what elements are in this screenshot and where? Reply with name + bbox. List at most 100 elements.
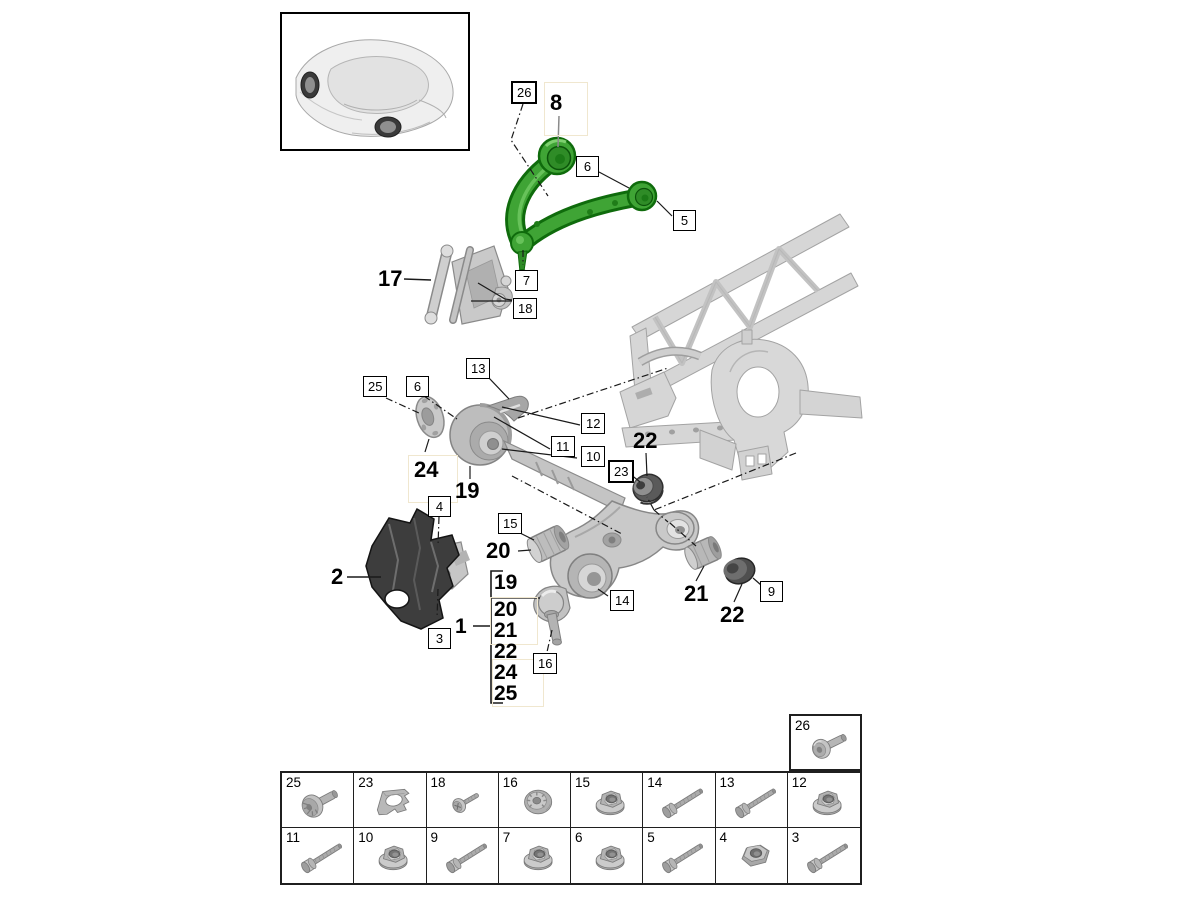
highlight-marker	[492, 659, 544, 707]
callout-8-label[interactable]: 8	[550, 90, 563, 115]
highlight-marker	[490, 597, 538, 645]
long-bolt-icon	[655, 836, 711, 878]
long-bolt-icon	[800, 836, 856, 878]
part-number: 18	[430, 775, 446, 790]
part-number: 25	[286, 775, 302, 790]
flange-nut-icon	[366, 836, 422, 878]
flange-nut-icon	[800, 781, 856, 823]
callout-22-label[interactable]: 22	[720, 602, 745, 627]
part-number: 11	[286, 830, 301, 845]
body-frame	[619, 213, 863, 481]
part-number: 10	[358, 830, 374, 845]
bushing-22-upper	[632, 473, 664, 505]
parts-grid-cell-26[interactable]: 26	[789, 714, 862, 771]
long-bolt-icon	[728, 781, 784, 823]
upper-control-arm-highlighted	[505, 136, 658, 275]
washer-head-bolt-icon	[803, 724, 859, 766]
callout-6-box[interactable]: 6	[576, 156, 599, 177]
callout-14-box[interactable]: 14	[610, 590, 635, 611]
part-number: 6	[575, 830, 583, 845]
parts-grid-cell-15[interactable]: 15	[571, 773, 644, 828]
flange-nut-icon	[583, 781, 639, 823]
parts-grid-cell-9[interactable]: 9	[427, 828, 499, 883]
parts-grid-cell-25[interactable]: 25	[282, 773, 355, 828]
callout-4-box[interactable]: 4	[428, 496, 451, 517]
parts-grid-cell-13[interactable]: 13	[715, 773, 788, 828]
leader-lines	[347, 103, 797, 704]
parts-grid-cell-6[interactable]: 6	[571, 828, 644, 883]
parts-grid-cell-5[interactable]: 5	[643, 828, 716, 883]
flange-nut-icon	[511, 836, 567, 878]
lower-control-arm-assembly	[415, 395, 756, 646]
callout-25-box[interactable]: 25	[363, 376, 388, 397]
flanged-bolt-icon	[294, 781, 350, 823]
long-bolt-icon	[439, 836, 495, 878]
parts-grid-cell-16[interactable]: 16	[498, 773, 571, 828]
small-screw-icon	[439, 781, 495, 823]
callout-6-box[interactable]: 6	[406, 376, 429, 397]
part-number: 9	[430, 830, 439, 845]
parts-grid-cell-23[interactable]: 23	[354, 773, 427, 828]
long-bolt-icon	[294, 836, 350, 878]
splined-plate-nut-icon	[511, 781, 567, 823]
parts-grid-cell-7[interactable]: 7	[499, 828, 571, 883]
retaining-plate-icon	[366, 781, 422, 823]
part-number: 5	[647, 830, 655, 845]
assembly-list-item-24[interactable]: 24	[494, 661, 518, 684]
callout-24-label[interactable]: 24	[414, 457, 439, 482]
callout-13-box[interactable]: 13	[466, 358, 491, 379]
assembly-group-label[interactable]: 1	[455, 615, 467, 638]
assembly-list-item-22[interactable]: 22	[494, 640, 518, 663]
parts-grid-cell-3[interactable]: 3	[788, 828, 860, 883]
callout-18-box[interactable]: 18	[513, 298, 538, 319]
parts-grid-cell-11[interactable]: 11	[282, 828, 355, 883]
part-number: 23	[358, 775, 374, 790]
cap-22-rear	[723, 557, 756, 585]
callout-15-box[interactable]: 15	[498, 513, 523, 534]
part-number: 15	[575, 775, 591, 790]
callout-17-label[interactable]: 17	[378, 266, 403, 291]
parts-grid-cell-12[interactable]: 12	[787, 773, 860, 828]
assembly-list-item-25[interactable]: 25	[494, 682, 518, 705]
part-number: 26	[795, 718, 811, 733]
part-number: 4	[719, 830, 728, 845]
assembly-list-item-20[interactable]: 20	[494, 598, 518, 621]
callout-21-label[interactable]: 21	[684, 581, 709, 606]
long-bolt-icon	[655, 781, 711, 823]
part-number: 12	[791, 775, 807, 790]
assembly-list-item-19[interactable]: 19	[494, 571, 518, 594]
parts-grid-cell-18[interactable]: 18	[426, 773, 499, 828]
callout-16-box[interactable]: 16	[533, 653, 558, 674]
hydro-bushing-19	[449, 395, 529, 466]
callout-10-box[interactable]: 10	[581, 446, 606, 467]
callout-3-box[interactable]: 3	[428, 628, 451, 649]
suspension-link-bracket	[424, 244, 513, 325]
callout-12-box[interactable]: 12	[581, 413, 606, 434]
part-number: 14	[647, 775, 663, 790]
assembly-group-bracket	[473, 570, 503, 704]
parts-grid-cell-4[interactable]: 4	[716, 828, 788, 883]
washer-24	[415, 395, 445, 439]
highlight-marker	[544, 82, 588, 136]
callout-19-label[interactable]: 19	[455, 478, 480, 503]
parts-grid-cell-10[interactable]: 10	[354, 828, 427, 883]
callout-11-box[interactable]: 11	[551, 436, 575, 457]
parts-grid-cell-14[interactable]: 14	[643, 773, 716, 828]
heat-shield	[365, 507, 460, 630]
callout-9-box[interactable]: 9	[760, 581, 783, 602]
callout-23-box[interactable]: 23	[608, 460, 635, 483]
callout-20-label[interactable]: 20	[486, 538, 511, 563]
bushing-20	[526, 525, 570, 563]
callout-22-label[interactable]: 22	[633, 428, 658, 453]
part-number: 3	[791, 830, 800, 845]
callout-7-box[interactable]: 7	[515, 270, 538, 291]
part-number: 16	[502, 775, 518, 790]
assembly-list-item-21[interactable]: 21	[494, 619, 518, 642]
part-number: 7	[502, 830, 511, 845]
callout-26-box[interactable]: 26	[511, 81, 538, 104]
callout-2-label[interactable]: 2	[331, 564, 344, 589]
callout-5-box[interactable]: 5	[673, 210, 696, 231]
flange-nut-icon	[583, 836, 639, 878]
